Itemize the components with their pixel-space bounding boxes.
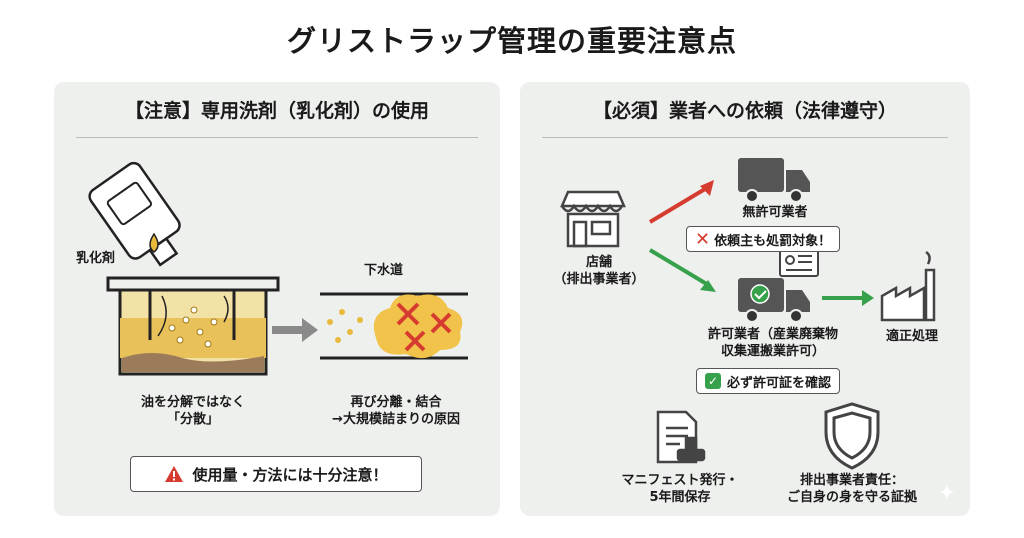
contractor-panel-heading: 【必須】業者への依頼（法律遵守） — [592, 100, 897, 122]
page-title: グリストラップ管理の重要注意点 — [286, 24, 737, 58]
caption-clogging: 再び分離・結合 →大規模詰まりの原因 — [316, 394, 476, 428]
licensed-arrow-icon — [648, 248, 712, 288]
manifest-label-line-1: マニフェスト発行・ — [621, 473, 739, 488]
store-label: 店舗 （排出事業者） — [542, 254, 656, 288]
unlicensed-truck-icon — [738, 158, 810, 203]
unlicensed-warning: ✕ 依頼主も処罰対象！ — [686, 226, 841, 252]
caption-clogging-line-1: 再び分離・結合 — [350, 395, 442, 410]
caption-clogging-line-2: →大規模詰まりの原因 — [332, 412, 460, 427]
permit-check-text: 必ず許可証を確認 — [727, 375, 832, 391]
sewer-label: 下水道 — [364, 263, 404, 278]
licensed-truck-icon — [738, 278, 810, 323]
checkbox-icon: ✓ — [705, 373, 721, 389]
warning-icon — [165, 466, 184, 482]
unlicensed-warning-text: 依頼主も処罰対象！ — [714, 233, 832, 249]
x-icon: ✕ — [695, 228, 711, 250]
emulsifier-panel-heading: 【注意】専用洗剤（乳化剤）の使用 — [124, 100, 429, 122]
blocked-x-icon — [396, 302, 420, 326]
divider — [542, 137, 948, 138]
factory-icon — [880, 250, 936, 322]
contractor-flow-diagram — [560, 158, 936, 470]
grease-trap-icon — [106, 276, 280, 376]
responsibility-label-line-1: 排出事業者責任： — [799, 473, 904, 488]
permit-check-note: ✓ 必ず許可証を確認 — [696, 368, 841, 394]
unlicensed-label: 無許可業者 — [742, 205, 808, 220]
usage-warning-text: 使用量・方法には十分注意！ — [192, 465, 388, 484]
store-label-line-1: 店舗 — [585, 255, 612, 270]
licensed-label: 許可業者（産業廃棄物 収集運搬業許可） — [688, 326, 858, 360]
licensed-label-line-2: 収集運搬業許可） — [720, 344, 825, 359]
emulsifier-label: 乳化剤 — [76, 251, 116, 266]
caption-dispersion: 油を分解ではなく 「分散」 — [120, 394, 266, 428]
sparkle-icon: ✦ — [937, 481, 956, 506]
licensed-label-line-1: 許可業者（産業廃棄物 — [707, 327, 838, 342]
store-label-line-2: （排出事業者） — [553, 272, 645, 287]
shield-icon — [824, 402, 880, 470]
manifest-document-icon — [656, 410, 706, 464]
usage-warning-box: 使用量・方法には十分注意！ — [130, 456, 422, 492]
drop-icon — [149, 232, 159, 253]
store-icon — [560, 190, 626, 248]
sewer-pipe-icon — [320, 292, 468, 360]
manifest-label: マニフェスト発行・ 5年間保存 — [608, 472, 752, 506]
divider — [76, 137, 478, 138]
right-arrow-icon — [272, 318, 318, 342]
permit-certificate-icon — [779, 247, 819, 277]
unlicensed-arrow-icon — [648, 184, 712, 224]
caption-dispersion-line-1: 油を分解ではなく — [140, 395, 245, 410]
emulsifier-diagram — [88, 161, 468, 376]
contractor-panel: 【必須】業者への依頼（法律遵守） — [520, 82, 970, 516]
caption-dispersion-line-2: 「分散」 — [166, 412, 219, 427]
responsibility-label-line-2: ご自身の身を守る証拠 — [786, 490, 917, 505]
manifest-label-line-2: 5年間保存 — [649, 490, 711, 505]
responsibility-label: 排出事業者責任： ご自身の身を守る証拠 — [772, 472, 932, 506]
emulsifier-panel: 【注意】専用洗剤（乳化剤）の使用 — [54, 82, 500, 516]
disposal-label: 適正処理 — [885, 329, 938, 344]
